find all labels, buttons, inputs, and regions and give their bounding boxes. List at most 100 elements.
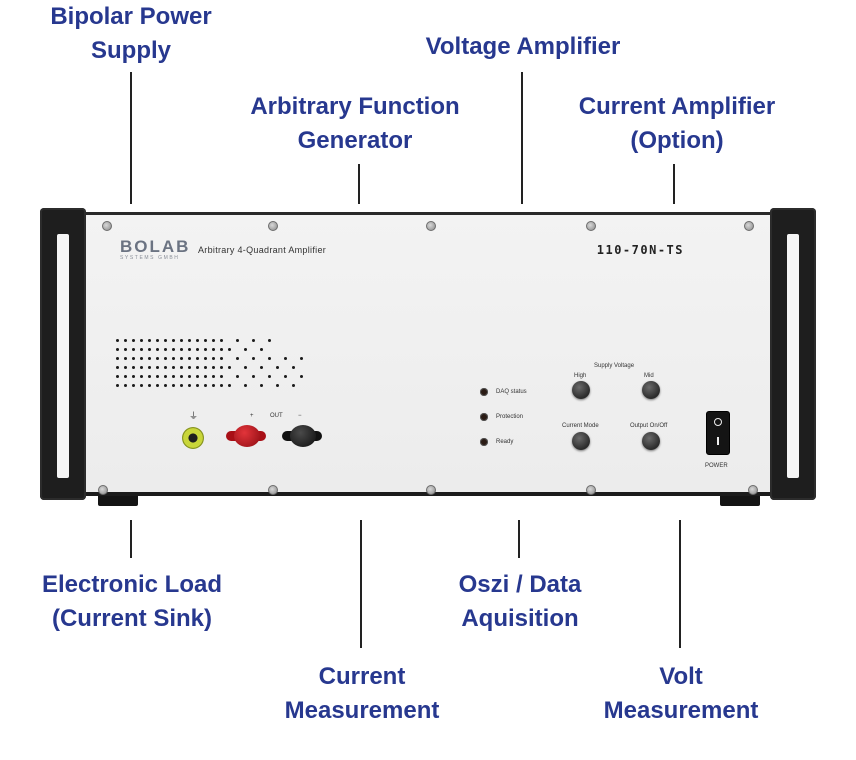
vent-hole bbox=[132, 348, 135, 351]
vent-hole bbox=[204, 339, 207, 342]
screw-icon bbox=[98, 485, 108, 495]
device-foot-left bbox=[98, 494, 138, 506]
leader-voltage-amplifier bbox=[521, 72, 523, 204]
vent-hole bbox=[164, 375, 167, 378]
vent-hole bbox=[140, 375, 143, 378]
device-foot-right bbox=[720, 494, 760, 506]
vent-hole bbox=[228, 384, 231, 387]
power-label: POWER bbox=[705, 463, 728, 469]
vent-hole bbox=[244, 348, 247, 351]
vent-hole bbox=[164, 357, 167, 360]
vent-hole bbox=[220, 366, 223, 369]
high-button-label: High bbox=[574, 373, 587, 379]
vent-hole bbox=[260, 366, 263, 369]
label-bipolar-power-supply: Bipolar Power Supply bbox=[50, 3, 212, 64]
vent-hole bbox=[220, 348, 223, 351]
screw-icon bbox=[268, 221, 278, 231]
brand-logo: BOLAB bbox=[120, 237, 191, 256]
vent-hole bbox=[268, 339, 271, 342]
vent-hole bbox=[252, 375, 255, 378]
vent-hole bbox=[148, 384, 151, 387]
vent-hole bbox=[188, 348, 191, 351]
label-oszi-data-aquisition: Oszi / Data Aquisition bbox=[458, 571, 582, 632]
vent-hole bbox=[220, 375, 223, 378]
rack-handle-left bbox=[40, 208, 86, 500]
vent-hole bbox=[156, 348, 159, 351]
label-electronic-load: Electronic Load (Current Sink) bbox=[41, 571, 223, 632]
vent-hole bbox=[204, 375, 207, 378]
ready-led bbox=[480, 438, 488, 446]
protection-label: Protection bbox=[496, 414, 524, 420]
vent-hole bbox=[188, 375, 191, 378]
vent-hole bbox=[116, 357, 119, 360]
daq-status-led bbox=[480, 388, 488, 396]
leader-arbitrary-function-generator bbox=[358, 164, 360, 204]
vent-hole bbox=[180, 339, 183, 342]
vent-hole bbox=[164, 348, 167, 351]
supply-voltage-label: Supply Voltage bbox=[594, 363, 635, 369]
vent-hole bbox=[124, 357, 127, 360]
vent-hole bbox=[124, 348, 127, 351]
vent-hole bbox=[276, 384, 279, 387]
label-arbitrary-function-generator: Arbitrary Function Generator bbox=[250, 93, 460, 154]
vent-hole bbox=[276, 366, 279, 369]
vent-hole bbox=[164, 366, 167, 369]
plus-label: + bbox=[250, 413, 254, 419]
ground-symbol: ⏚ bbox=[189, 411, 199, 421]
vent-hole bbox=[180, 366, 183, 369]
screw-icon bbox=[426, 221, 436, 231]
vent-hole bbox=[196, 339, 199, 342]
vent-hole bbox=[284, 375, 287, 378]
vent-hole bbox=[180, 384, 183, 387]
vent-hole bbox=[172, 339, 175, 342]
vent-hole bbox=[188, 384, 191, 387]
power-switch[interactable] bbox=[706, 411, 730, 455]
protection-led bbox=[480, 413, 488, 421]
ready-label: Ready bbox=[496, 439, 514, 445]
vent-hole bbox=[236, 357, 239, 360]
vent-hole bbox=[244, 366, 247, 369]
leader-bipolar-power-supply bbox=[130, 72, 132, 204]
vent-hole bbox=[180, 375, 183, 378]
vent-hole bbox=[132, 375, 135, 378]
ground-jack[interactable] bbox=[182, 427, 204, 449]
screw-icon bbox=[426, 485, 436, 495]
output-on-off-button[interactable] bbox=[642, 432, 660, 450]
positive-output-terminal[interactable] bbox=[226, 421, 266, 451]
current-mode-button[interactable] bbox=[572, 432, 590, 450]
model-number: 110-70N-TS bbox=[596, 243, 684, 257]
vent-hole bbox=[132, 339, 135, 342]
vent-hole bbox=[116, 366, 119, 369]
vent-hole bbox=[124, 375, 127, 378]
vent-hole bbox=[260, 384, 263, 387]
vent-hole bbox=[180, 357, 183, 360]
vent-hole bbox=[116, 348, 119, 351]
vent-hole bbox=[140, 348, 143, 351]
high-button[interactable] bbox=[572, 381, 590, 399]
minus-label: − bbox=[298, 413, 302, 419]
vent-hole bbox=[300, 357, 303, 360]
vent-hole bbox=[252, 357, 255, 360]
vent-hole bbox=[148, 339, 151, 342]
vent-hole bbox=[172, 375, 175, 378]
vent-hole bbox=[124, 339, 127, 342]
vent-hole bbox=[292, 384, 295, 387]
label-current-measurement: Current Measurement bbox=[284, 663, 440, 724]
vent-hole bbox=[148, 348, 151, 351]
vent-hole bbox=[188, 339, 191, 342]
mid-button[interactable] bbox=[642, 381, 660, 399]
vent-hole bbox=[116, 339, 119, 342]
negative-output-terminal[interactable] bbox=[282, 421, 322, 451]
vent-hole bbox=[220, 357, 223, 360]
vent-hole bbox=[188, 357, 191, 360]
vent-hole bbox=[172, 357, 175, 360]
vent-hole bbox=[132, 357, 135, 360]
vent-hole bbox=[204, 366, 207, 369]
vent-hole bbox=[196, 357, 199, 360]
vent-hole bbox=[228, 348, 231, 351]
vent-hole bbox=[268, 375, 271, 378]
vent-hole bbox=[212, 339, 215, 342]
mid-button-label: Mid bbox=[644, 373, 654, 379]
vent-hole bbox=[140, 357, 143, 360]
screw-icon bbox=[102, 221, 112, 231]
